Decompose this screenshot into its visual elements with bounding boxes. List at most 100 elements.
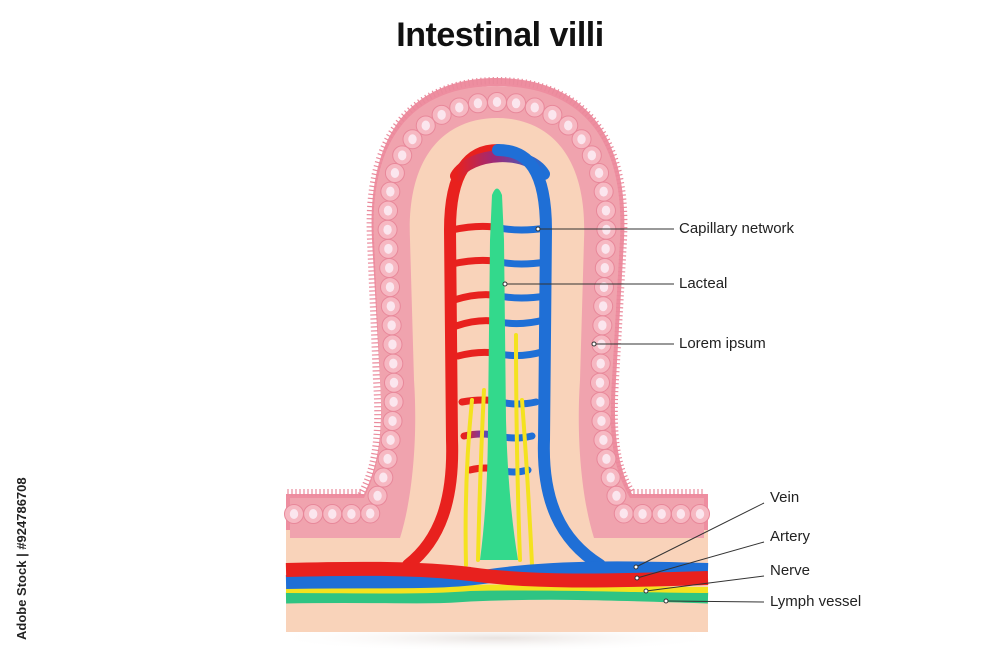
- cell-nucleus: [397, 150, 407, 161]
- cell-nucleus: [388, 415, 397, 426]
- microvillus: [592, 120, 599, 126]
- microvillus: [524, 79, 528, 87]
- microvillus: [603, 138, 611, 143]
- cell-nucleus: [602, 453, 611, 464]
- microvillus: [362, 481, 370, 486]
- cell-nucleus: [595, 377, 605, 388]
- microvillus: [439, 87, 444, 94]
- cell-nucleus: [599, 435, 608, 446]
- microvillus: [619, 202, 627, 205]
- dot-lacteal: [502, 281, 508, 287]
- cell-nucleus: [577, 134, 586, 145]
- cell-nucleus: [366, 508, 375, 519]
- microvillus: [520, 78, 523, 86]
- cell-nucleus: [308, 509, 318, 519]
- microvillus: [587, 113, 594, 120]
- cell-nucleus: [473, 98, 483, 109]
- microvillus: [420, 96, 426, 104]
- cell-nucleus: [601, 243, 610, 254]
- cell-nucleus: [386, 435, 395, 446]
- cell-nucleus: [347, 509, 356, 519]
- microvillus: [380, 145, 388, 150]
- cell-nucleus: [379, 472, 388, 483]
- microvillus: [395, 119, 402, 126]
- microvillus: [605, 142, 613, 147]
- watermark-text: Adobe Stock | #924786708: [14, 477, 29, 640]
- cell-nucleus: [564, 120, 573, 131]
- microvillus: [378, 149, 386, 153]
- microvillus: [459, 80, 463, 88]
- microvillus: [544, 84, 548, 92]
- watermark-side: Adobe Stock | #924786708: [14, 430, 34, 650]
- microvillus: [612, 441, 620, 444]
- microvillus: [372, 441, 380, 444]
- lymph-vessel: [285, 588, 709, 604]
- microvillus: [612, 161, 620, 165]
- cell-nucleus: [600, 262, 610, 273]
- dot-artery: [634, 575, 640, 581]
- microvillus: [601, 134, 609, 140]
- microvillus: [471, 78, 475, 86]
- cell-nucleus: [289, 509, 299, 519]
- label-lorem-ipsum: Lorem ipsum: [679, 335, 766, 352]
- microvillus: [369, 460, 377, 463]
- capillary-rung-4b: [496, 316, 548, 328]
- microvilli-fringe: [287, 76, 703, 497]
- microvillus: [417, 99, 423, 106]
- cell-nucleus: [386, 186, 395, 197]
- nerve-fiber-right-2: [520, 398, 534, 567]
- label-artery: Artery: [770, 528, 811, 545]
- microvillus: [617, 186, 625, 189]
- cell-nucleus: [530, 102, 539, 113]
- microvillus: [536, 81, 540, 90]
- microvillus: [447, 84, 451, 92]
- microvillus: [371, 173, 379, 176]
- cell-nucleus: [389, 377, 399, 388]
- cell-nucleus: [598, 301, 608, 312]
- dot-lorem-ipsum: [591, 341, 597, 347]
- dot-lymph-vessel: [663, 598, 669, 604]
- microvillus: [532, 80, 536, 89]
- label-capillary-network: Capillary network: [679, 220, 795, 237]
- microvillus: [619, 471, 627, 475]
- leader-dots: [502, 226, 669, 604]
- microvillus: [398, 116, 405, 122]
- microvillus: [540, 83, 544, 91]
- microvillus: [619, 198, 627, 201]
- cell-nucleus: [597, 415, 606, 426]
- cell-nucleus: [386, 301, 396, 312]
- cell-nucleus: [421, 120, 430, 131]
- microvillus: [617, 181, 625, 185]
- microvillus: [369, 181, 378, 184]
- nerve-fiber-left-2: [476, 388, 486, 562]
- cell-nucleus: [383, 205, 393, 216]
- microvillus: [357, 492, 365, 497]
- cell-nucleus: [587, 150, 597, 161]
- microvillus: [382, 141, 390, 146]
- cell-nucleus: [676, 509, 686, 519]
- microvillus: [373, 437, 381, 440]
- microvillus: [413, 101, 419, 109]
- microvillus: [476, 78, 479, 86]
- microvillus: [410, 104, 416, 111]
- microvillus: [516, 78, 519, 86]
- microvillus: [608, 149, 616, 154]
- cell-nucleus: [388, 339, 397, 350]
- microvillus: [615, 173, 623, 177]
- cell-nucleus: [492, 97, 502, 107]
- microvillus: [569, 97, 575, 104]
- cell-nucleus: [638, 509, 647, 519]
- microvillus: [599, 130, 607, 136]
- cell-nucleus: [390, 168, 400, 179]
- microvillus: [431, 90, 436, 98]
- microvillus: [584, 110, 591, 117]
- microvillus: [616, 177, 624, 181]
- epithelial-cells: [284, 92, 710, 524]
- label-lymph-vessel: Lymph vessel: [770, 593, 862, 610]
- microvillus: [613, 449, 621, 452]
- microvillus: [558, 90, 564, 98]
- microvillus: [393, 123, 400, 129]
- cell-nucleus: [383, 224, 392, 235]
- cell-nucleus: [408, 134, 417, 145]
- microvillus: [390, 126, 398, 132]
